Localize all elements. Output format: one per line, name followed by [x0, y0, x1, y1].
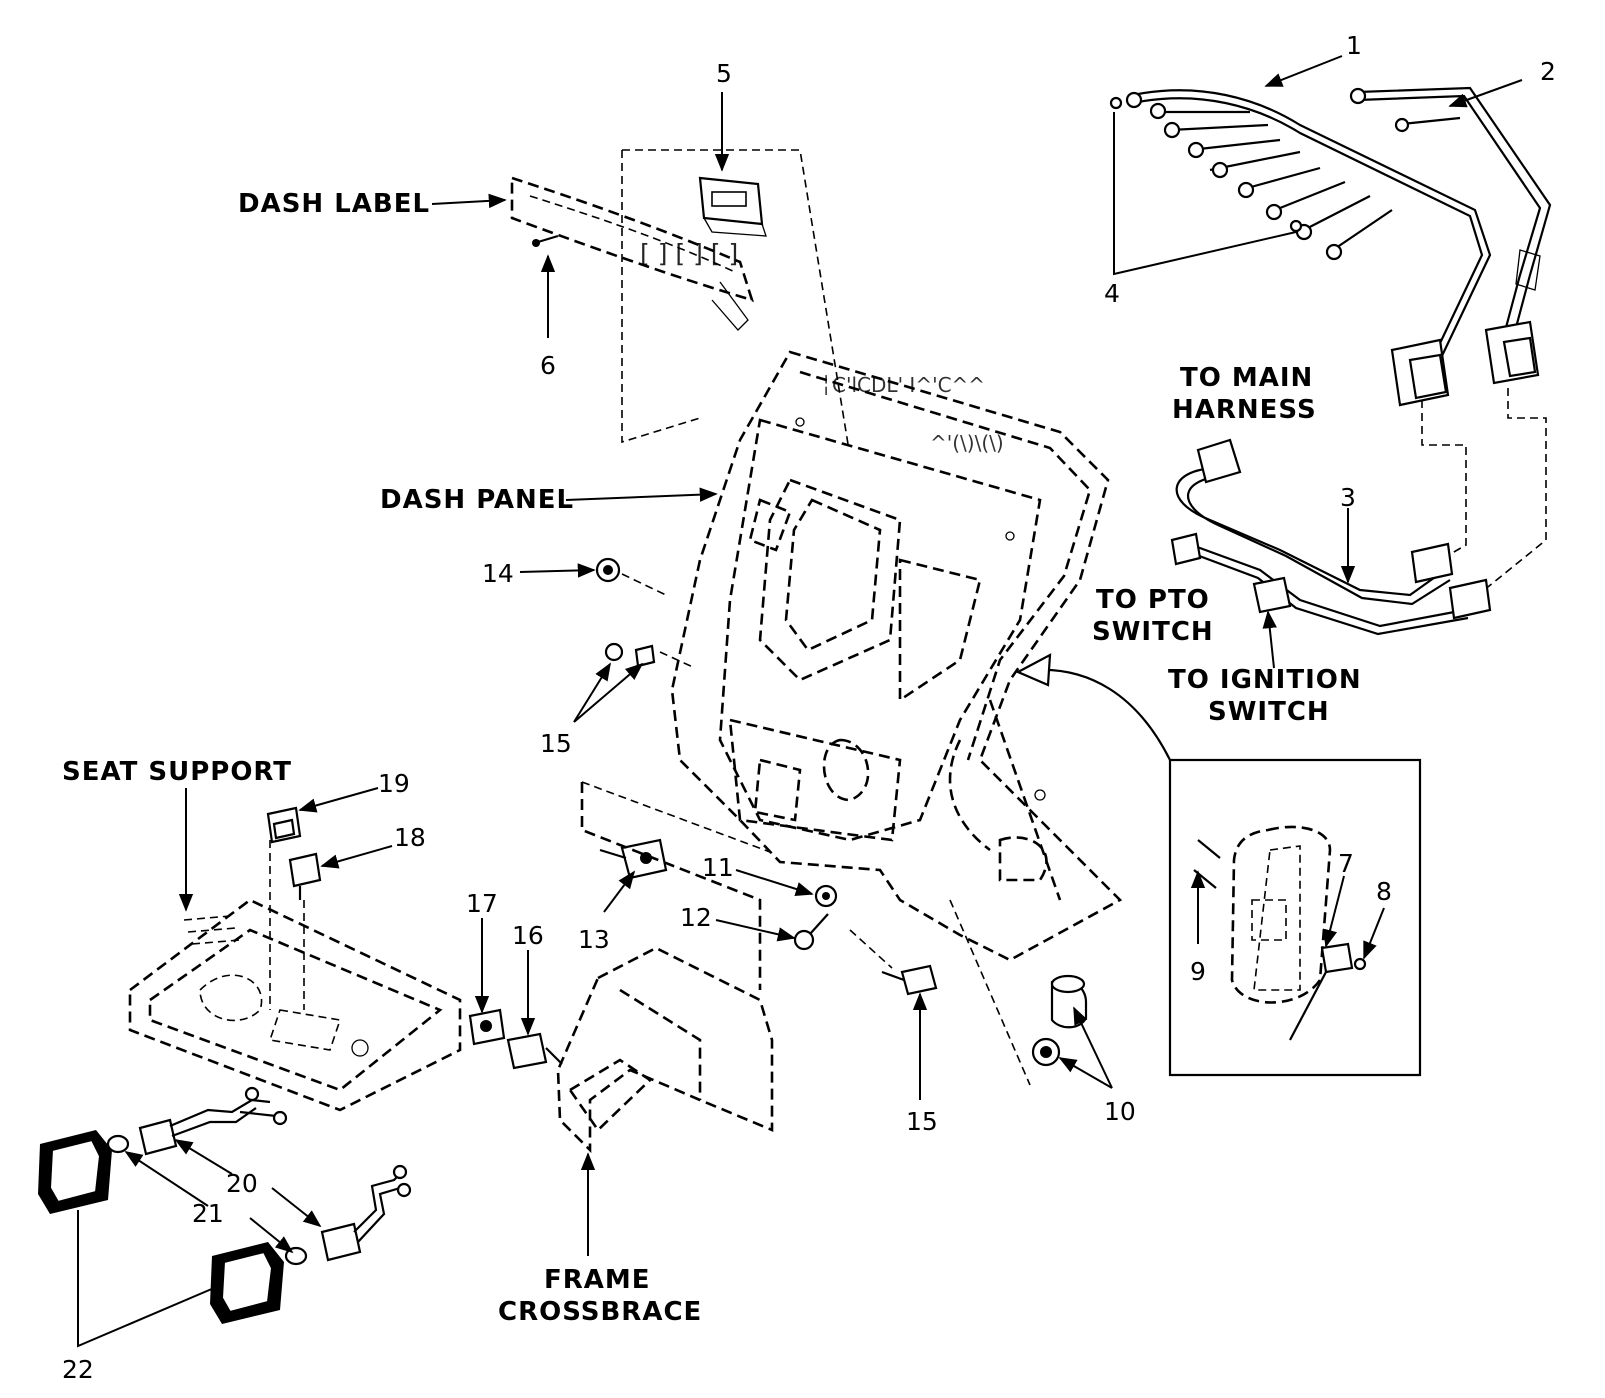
- dash-label-part: [ ] [ ] [ ]: [510, 176, 754, 331]
- dash-panel-part: ╎C'lCDL' I^'C^^ ^'(\)\(\): [670, 350, 1123, 962]
- label-to-ignition-switch-2: SWITCH: [1208, 697, 1330, 727]
- callout-22: 22: [62, 1355, 94, 1384]
- harness-connection-1: [1421, 400, 1467, 561]
- ignition-part-10: [1031, 974, 1088, 1067]
- frame-crossbrace-part: [556, 782, 774, 1154]
- assembly-line-15a: [659, 651, 696, 669]
- assembly-line-14: [621, 573, 669, 597]
- callout-11: 11: [702, 853, 734, 882]
- label-dash-panel: DASH PANEL: [380, 485, 574, 515]
- callout-5: 5: [716, 59, 732, 88]
- connector-part-4: [1109, 96, 1303, 233]
- callout-12: 12: [680, 903, 712, 932]
- svg-text:╎C'lCDL' I^'C^^: ╎C'lCDL' I^'C^^: [820, 373, 985, 397]
- key-part-12: [793, 913, 829, 951]
- callout-7: 7: [1338, 849, 1354, 878]
- seat-support-part: [128, 898, 462, 1112]
- nut-part-14: [595, 557, 621, 583]
- callout-9: 9: [1190, 957, 1206, 986]
- callout-6: 6: [540, 351, 556, 380]
- screw-6: [532, 234, 559, 247]
- switch-part-18: [288, 852, 322, 900]
- switch-part-17: [468, 1008, 506, 1046]
- assembly-line-label-2: [622, 149, 849, 445]
- callout-15b: 15: [906, 1107, 938, 1136]
- nut-part-15a: [604, 642, 656, 668]
- callout-14: 14: [482, 559, 514, 588]
- callout-3: 3: [1340, 483, 1356, 512]
- nut-part-15b: [881, 964, 938, 996]
- light-switch-part-5: [698, 176, 767, 237]
- switch-part-16: [506, 1032, 563, 1070]
- label-to-pto-switch-1: TO PTO: [1096, 585, 1210, 615]
- label-dash-label: DASH LABEL: [238, 189, 430, 219]
- callout-20: 20: [226, 1169, 258, 1198]
- label-to-pto-switch-2: SWITCH: [1092, 617, 1214, 647]
- label-to-main-harness-2: HARNESS: [1172, 395, 1317, 425]
- svg-text:^'(\)\(\): ^'(\)\(\): [930, 431, 1004, 455]
- ignition-inset: [1193, 825, 1367, 1041]
- assembly-line-panel-bottom: [949, 899, 1031, 1086]
- inset-arrow-head: [1015, 653, 1052, 687]
- assembly-line-label: [621, 150, 701, 444]
- harness-part-1: [1125, 89, 1492, 407]
- callout-17: 17: [466, 889, 498, 918]
- label-to-main-harness-1: TO MAIN: [1180, 363, 1313, 393]
- callout-2: 2: [1540, 57, 1556, 86]
- label-frame-crossbrace-2: CROSSBRACE: [498, 1297, 702, 1327]
- label-frame-crossbrace-1: FRAME: [544, 1265, 651, 1295]
- harness-connection-2: [1477, 388, 1547, 596]
- label-to-ignition-switch-1: TO IGNITION: [1168, 665, 1362, 695]
- assembly-line-crossbrace: [581, 781, 771, 853]
- inset-arrow-line: [1017, 668, 1422, 1077]
- label-seat-support: SEAT SUPPORT: [62, 757, 292, 787]
- callout-15a: 15: [540, 729, 572, 758]
- callout-4: 4: [1104, 279, 1120, 308]
- switch-part-19: [266, 806, 302, 844]
- tail-light-part-22: [38, 1130, 284, 1324]
- svg-text:[ ] [ ] [ ]: [ ] [ ] [ ]: [640, 239, 738, 268]
- callout-1: 1: [1346, 31, 1362, 60]
- harness-part-3: [1170, 438, 1492, 636]
- assembly-line-15b: [849, 929, 893, 969]
- harness-part-2: [1349, 86, 1552, 385]
- callout-13: 13: [578, 925, 610, 954]
- light-harness-part-20: [138, 1086, 412, 1262]
- callout-16: 16: [512, 921, 544, 950]
- callout-10: 10: [1104, 1097, 1136, 1126]
- callout-21: 21: [192, 1199, 224, 1228]
- nut-part-11: [814, 884, 838, 908]
- callout-19: 19: [378, 769, 410, 798]
- callout-8: 8: [1376, 877, 1392, 906]
- callout-18: 18: [394, 823, 426, 852]
